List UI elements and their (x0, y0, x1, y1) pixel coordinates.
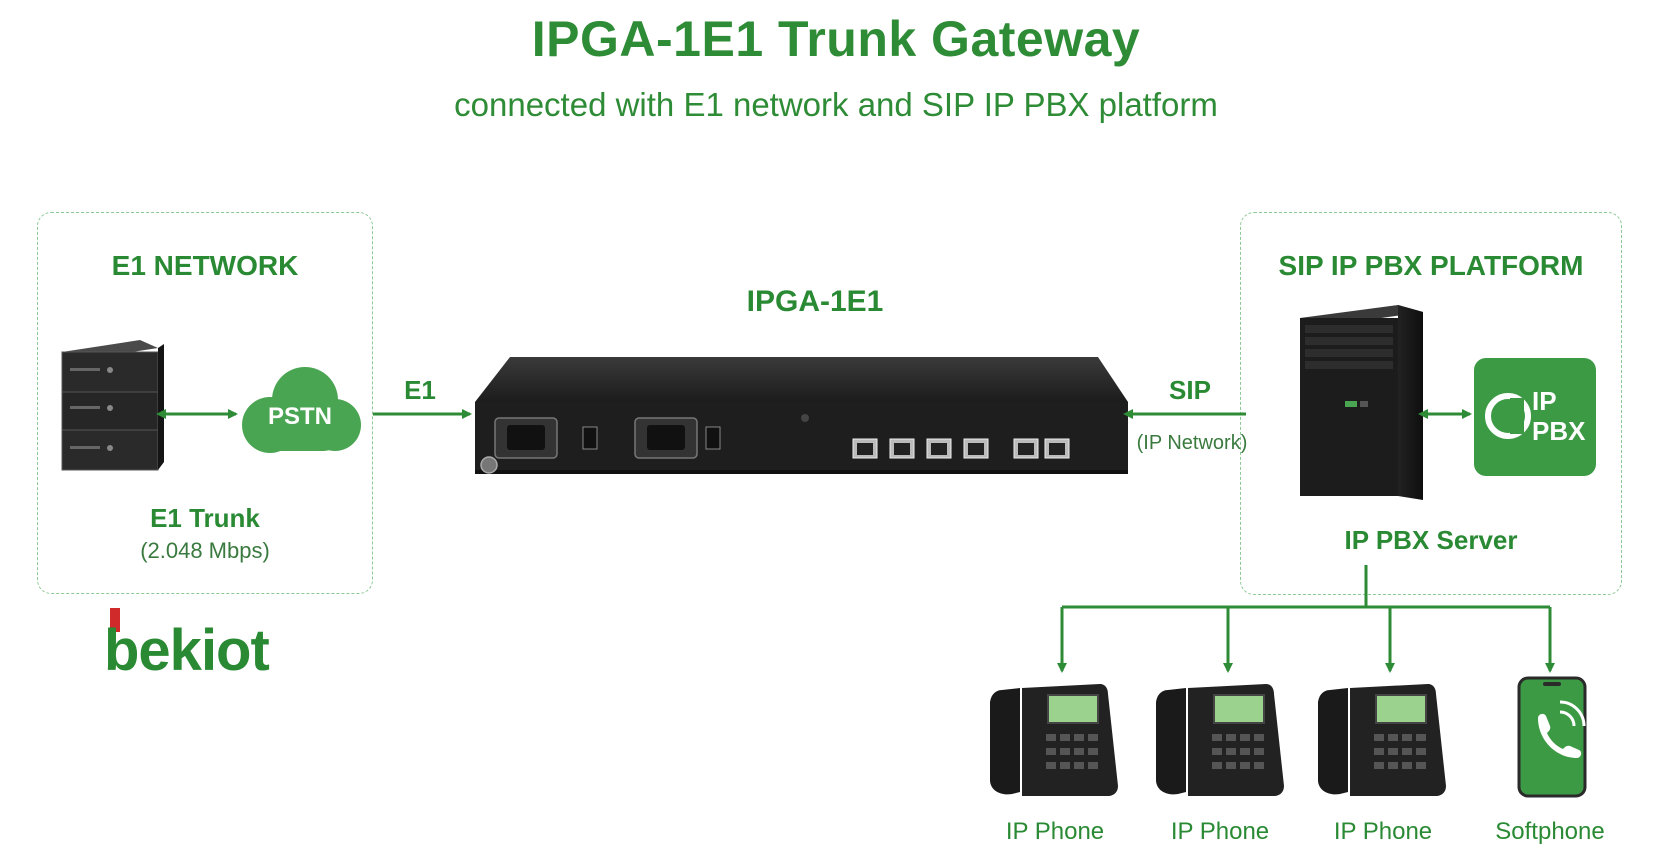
ip-pbx-badge-line1: IP (1532, 386, 1557, 416)
ip-phone-1-label: IP Phone (1005, 818, 1105, 845)
smartphone-icon (1517, 676, 1587, 798)
ip-phone-2-label: IP Phone (1170, 818, 1270, 845)
ip-network-note: (IP Network) (1136, 432, 1248, 454)
gateway-device-icon (475, 357, 1128, 474)
distribution-lines (1057, 565, 1555, 673)
bekiot-logo-text: bekiot (104, 618, 269, 683)
sip-platform-heading: SIP IP PBX PLATFORM (1278, 250, 1584, 281)
page-title: IPGA-1E1 Trunk Gateway (531, 11, 1141, 67)
page-subtitle: connected with E1 network and SIP IP PBX… (454, 86, 1218, 123)
server-tower-icon (1300, 305, 1423, 500)
pstn-cloud-icon: PSTN (242, 367, 361, 453)
pstn-label: PSTN (268, 403, 332, 430)
ip-phone-3-label: IP Phone (1333, 818, 1433, 845)
ip-pbx-badge-icon: IP PBX (1474, 358, 1596, 476)
ip-pbx-badge-line2: PBX (1532, 416, 1586, 446)
sip-platform-panel (1240, 212, 1622, 595)
desk-phone-icon (990, 684, 1118, 796)
e1-network-heading: E1 NETWORK (111, 250, 299, 281)
bekiot-logo: bekiot (104, 608, 270, 683)
softphone-label: Softphone (1495, 818, 1605, 845)
desk-phone-icon (1318, 684, 1446, 796)
ip-pbx-server-label: IP PBX Server (1344, 525, 1518, 555)
gateway-label: IPGA-1E1 (746, 285, 884, 318)
desk-phone-icon (1156, 684, 1284, 796)
e1-link-label: E1 (404, 375, 436, 405)
e1-network-panel (37, 212, 373, 594)
sip-link-label: SIP (1169, 375, 1211, 405)
e1-trunk-rate: (2.048 Mbps) (140, 538, 270, 563)
e1-trunk-label: E1 Trunk (150, 503, 260, 533)
e1-equipment-stack-icon (61, 340, 164, 471)
